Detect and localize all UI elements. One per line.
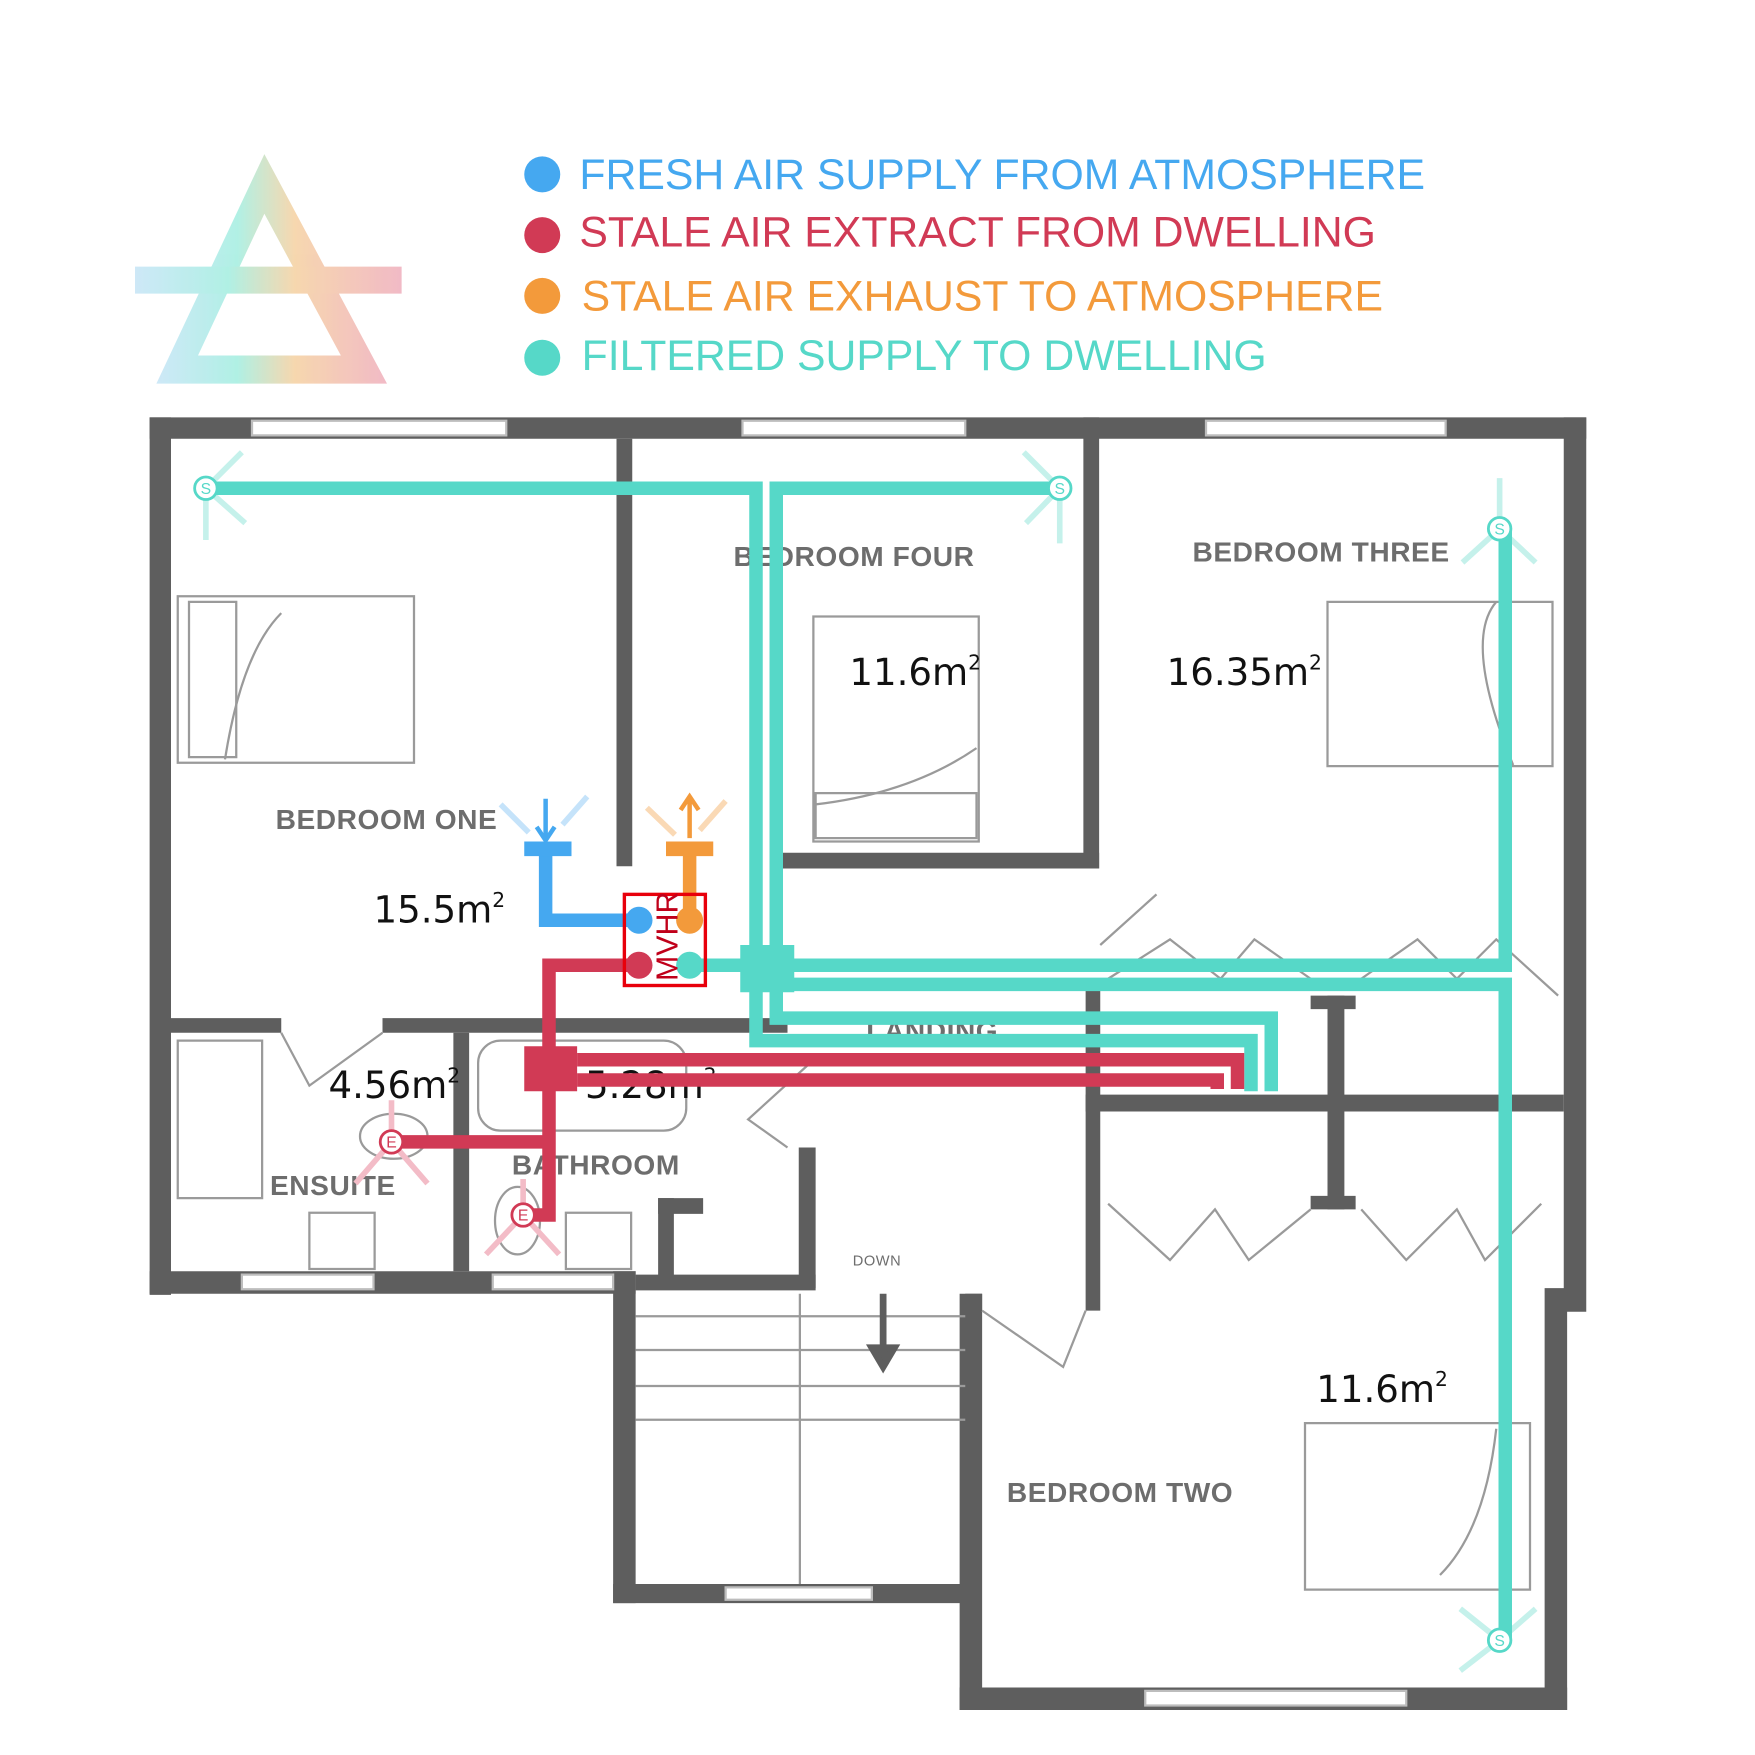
svg-text:E: E <box>518 1208 529 1225</box>
legend-dot-icon <box>524 217 561 254</box>
room-label-bathroom: BATHROOM <box>512 1150 680 1181</box>
supply-manifold <box>740 945 795 993</box>
walls <box>149 417 1587 1710</box>
mvhr-label: MVHR <box>651 892 684 981</box>
staircase <box>635 1293 966 1584</box>
room-labels: BEDROOM ONE BEDROOM FOUR BEDROOM THREE B… <box>270 536 1450 1508</box>
filtered-supply-ducts <box>205 481 1512 1641</box>
area-bedroom-two: 11.6m2 <box>1316 1367 1448 1411</box>
room-label-bedroom-one: BEDROOM ONE <box>276 804 498 835</box>
mvhr-unit[interactable]: MVHR <box>622 892 708 988</box>
svg-text:S: S <box>1494 521 1505 538</box>
exhaust-duct <box>666 792 714 934</box>
legend: FRESH AIR SUPPLY FROM ATMOSPHERE STALE A… <box>524 151 1425 380</box>
legend-item-filtered: FILTERED SUPPLY TO DWELLING <box>524 332 1267 380</box>
area-ensuite: 4.56m2 <box>329 1063 461 1107</box>
room-label-bedroom-two: BEDROOM TWO <box>1007 1477 1233 1508</box>
legend-label: STALE AIR EXTRACT FROM DWELLING <box>579 208 1376 256</box>
fresh-air-intake-duct <box>524 798 653 934</box>
extract-terminal-icon: E <box>510 1202 536 1228</box>
legend-dot-icon <box>524 339 561 376</box>
legend-label: FRESH AIR SUPPLY FROM ATMOSPHERE <box>579 151 1425 199</box>
legend-label: FILTERED SUPPLY TO DWELLING <box>582 332 1267 380</box>
svg-text:S: S <box>1054 481 1065 498</box>
exhaust-arrow-icon <box>678 792 701 839</box>
furniture <box>176 595 1559 1591</box>
area-bedroom-four: 11.6m2 <box>849 650 981 694</box>
svg-text:S: S <box>201 481 212 498</box>
svg-text:E: E <box>386 1135 397 1152</box>
area-bedroom-one: 15.5m2 <box>374 888 506 932</box>
extract-ducts <box>391 951 1245 1222</box>
legend-item-exhaust: STALE AIR EXHAUST TO ATMOSPHERE <box>524 273 1383 321</box>
supply-terminal-icon: S <box>193 475 219 501</box>
intake-arrow-icon <box>534 798 557 845</box>
area-bedroom-three: 16.35m2 <box>1167 650 1322 694</box>
extract-terminal-icon: E <box>378 1129 405 1155</box>
svg-text:S: S <box>1494 1633 1505 1650</box>
legend-item-extract: STALE AIR EXTRACT FROM DWELLING <box>524 208 1376 256</box>
stairs-down-arrow-icon <box>865 1293 901 1374</box>
supply-terminal-icon: S <box>1486 1627 1513 1653</box>
legend-dot-icon <box>524 277 561 314</box>
legend-item-fresh: FRESH AIR SUPPLY FROM ATMOSPHERE <box>524 151 1425 199</box>
legend-dot-icon <box>524 156 561 193</box>
supply-terminals[interactable]: S S S S <box>193 475 1513 1653</box>
room-label-ensuite: ENSUITE <box>270 1170 396 1201</box>
supply-terminal-icon: S <box>1486 516 1513 542</box>
supply-terminal-icon: S <box>1047 475 1073 501</box>
legend-label: STALE AIR EXHAUST TO ATMOSPHERE <box>582 273 1383 321</box>
logo-triangle-icon <box>135 154 402 384</box>
room-label-bedroom-three: BEDROOM THREE <box>1193 536 1450 567</box>
extract-manifold <box>524 1046 578 1092</box>
stairs-label: DOWN <box>853 1254 902 1270</box>
extract-terminals[interactable]: E E <box>378 1129 536 1228</box>
